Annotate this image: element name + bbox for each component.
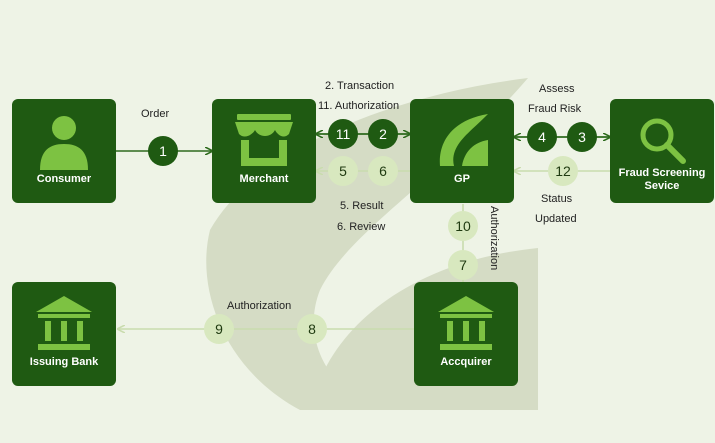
label-transaction: 2. Transaction <box>325 80 395 92</box>
step-9: 9 <box>204 314 234 344</box>
gp-node[interactable]: GP <box>410 99 514 203</box>
step-2: 2 <box>368 119 398 149</box>
fraud-screening-label: Fraud Screening Sevice <box>618 167 706 192</box>
step-10: 10 <box>448 211 478 241</box>
step-5: 5 <box>328 156 358 186</box>
label-review: 6. Review <box>337 221 386 233</box>
bank-icon <box>34 292 94 354</box>
label-updated: Updated <box>535 213 577 225</box>
label-authorization-bottom: Authorization <box>227 300 292 312</box>
label-assess: Assess <box>539 83 575 95</box>
merchant-label: Merchant <box>239 173 289 185</box>
issuing-bank-label: Issuing Bank <box>29 356 99 368</box>
issuing-bank-node[interactable]: Issuing Bank <box>12 282 116 386</box>
consumer-label: Consumer <box>36 173 92 185</box>
storefront-icon <box>233 109 295 171</box>
step-7: 7 <box>448 250 478 280</box>
fraud-screening-node[interactable]: Fraud Screening Sevice <box>610 99 714 203</box>
bank-icon <box>436 292 496 354</box>
step-3: 3 <box>567 122 597 152</box>
merchant-node[interactable]: Merchant <box>212 99 316 203</box>
label-result: 5. Result <box>340 200 384 212</box>
acquirer-label: Accquirer <box>440 356 492 368</box>
step-4: 4 <box>527 122 557 152</box>
gp-label: GP <box>454 173 470 185</box>
gp-logo-icon <box>432 109 492 171</box>
label-status: Status <box>541 193 573 205</box>
person-icon <box>34 109 94 171</box>
consumer-node[interactable]: Consumer <box>12 99 116 203</box>
magnifier-icon <box>635 109 689 171</box>
step-6: 6 <box>368 156 398 186</box>
label-authorization-11: 11. Authorization <box>318 100 400 112</box>
label-fraud-risk: Fraud Risk <box>528 103 582 115</box>
acquirer-node[interactable]: Accquirer <box>414 282 518 386</box>
step-1: 1 <box>148 136 178 166</box>
step-12: 12 <box>548 156 578 186</box>
step-8: 8 <box>297 314 327 344</box>
label-authorization-vertical: Authorization <box>488 206 500 271</box>
label-order: Order <box>141 108 170 120</box>
step-11: 11 <box>328 119 358 149</box>
